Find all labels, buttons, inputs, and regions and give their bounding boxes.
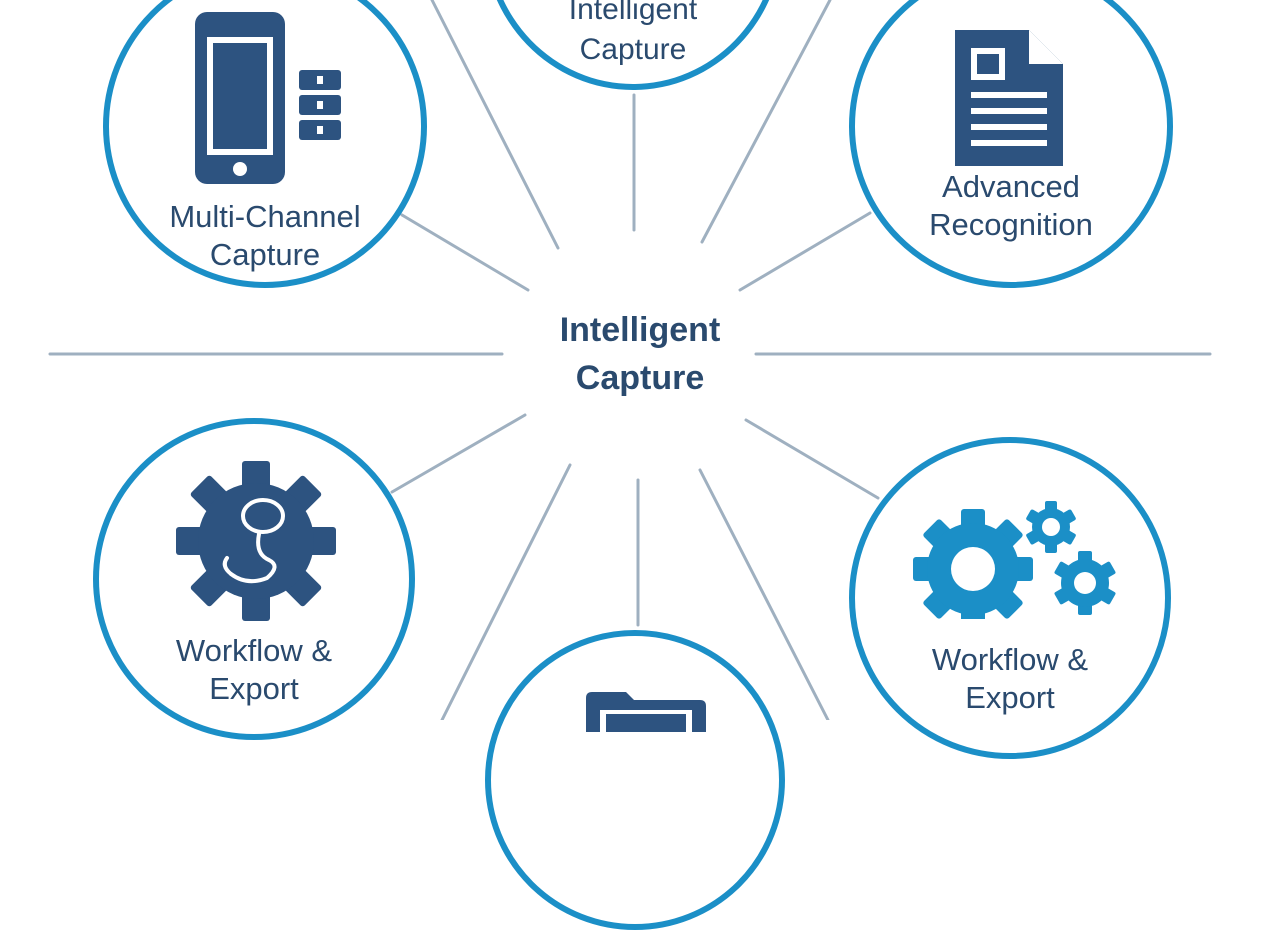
connector-line <box>430 0 560 250</box>
node-label-line1: Workflow & <box>931 642 1089 677</box>
node-label-line2: Export <box>209 671 299 706</box>
node-workflow-export-left: Workflow & Export <box>93 418 415 740</box>
node-bottom-center <box>485 630 785 930</box>
node-label-line1: Intelligent <box>568 0 698 26</box>
connector-line <box>400 213 530 292</box>
mobile-phone-icon <box>195 12 341 184</box>
connector-line <box>744 418 880 500</box>
gear-workflow-icon <box>176 461 336 621</box>
node-label-line1: Advanced <box>942 169 1080 204</box>
node-multi-channel-capture: Multi-Channel Capture <box>103 0 427 288</box>
node-label: Workflow & Export <box>855 641 1165 717</box>
center-label-line1: Intelligent <box>559 311 721 349</box>
gears-icon <box>913 501 1116 619</box>
node-label: Workflow & Export <box>99 632 409 708</box>
node-label-line2: Export <box>965 680 1055 715</box>
node-label: Multi-Channel Capture <box>109 198 421 274</box>
connector-line <box>440 463 572 720</box>
center-hub-label: Intelligent Capture <box>500 306 780 402</box>
node-label: Intelligent Capture <box>489 0 777 70</box>
node-label-line2: Recognition <box>929 207 1093 242</box>
connector-line <box>700 0 832 244</box>
document-icon <box>955 30 1063 166</box>
folder-icon <box>586 692 706 732</box>
node-label: Advanced Recognition <box>855 168 1167 244</box>
connector-line <box>738 211 872 292</box>
node-advanced-recognition: Advanced Recognition <box>849 0 1173 288</box>
node-label-line2: Capture <box>579 33 687 66</box>
connector-line <box>698 468 830 720</box>
node-workflow-export-right: Workflow & Export <box>849 437 1171 759</box>
node-label-line1: Workflow & <box>175 633 333 668</box>
connector-lines <box>48 0 1212 720</box>
connector-line <box>390 413 527 494</box>
node-label-line1: Multi-Channel <box>169 199 361 234</box>
center-label-line2: Capture <box>575 359 705 397</box>
node-label-line2: Capture <box>209 237 321 272</box>
